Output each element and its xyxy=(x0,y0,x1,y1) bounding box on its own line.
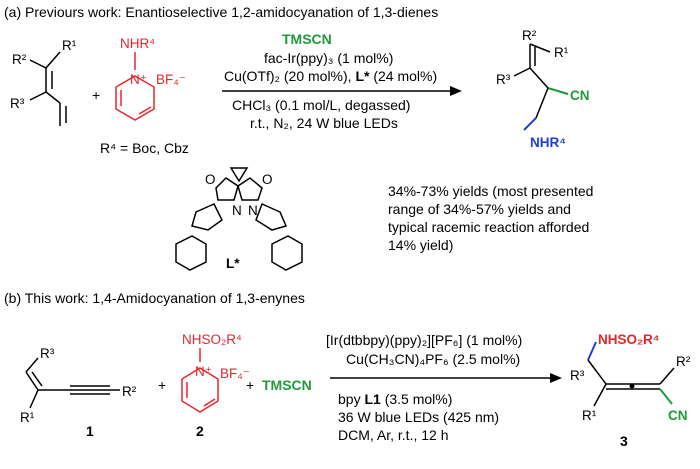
r4-definition: R⁴ = Boc, Cbz xyxy=(100,140,189,156)
compound-3-label: 3 xyxy=(620,433,628,449)
pyr-b-nplus: N⁺ xyxy=(195,364,212,379)
yield-note: 34%-73% yields (most presented range of … xyxy=(388,183,593,253)
cond-a-3: CHCl₃ (0.1 mol/L, degassed) xyxy=(232,97,410,113)
pyr-a-bf4: BF₄⁻ xyxy=(156,72,186,87)
enyne-r1: R¹ xyxy=(20,410,35,425)
cond-a-4: r.t., N₂, 24 W blue LEDs xyxy=(250,115,398,131)
pyridinium-b-structure: NHSO₂R⁴ N⁺ BF₄⁻ 2 xyxy=(181,332,250,439)
prod-a-r3: R³ xyxy=(496,72,511,87)
prod-a-r1: R¹ xyxy=(554,45,569,60)
compound-1-label: 1 xyxy=(86,423,94,439)
lig-o-left: O xyxy=(205,172,216,187)
lig-o-right: O xyxy=(262,172,273,187)
lig-n-right: N xyxy=(248,203,258,218)
reagent-b: TMSCN xyxy=(262,377,312,393)
prod-a-cn: CN xyxy=(570,88,590,103)
reagent-a: TMSCN xyxy=(282,31,332,47)
enyne-r2: R² xyxy=(122,384,137,399)
section-a-title: (a) Previours work: Enantioselective 1,2… xyxy=(4,4,438,20)
yield-line-3: typical racemic reaction afforded xyxy=(388,219,589,235)
prod-b-nhso2r4: NHSO₂R⁴ xyxy=(598,332,659,347)
plus-b-1: + xyxy=(158,377,166,393)
prod-b-r3: R³ xyxy=(570,368,585,383)
prod-a-nhr4: NHR⁴ xyxy=(530,135,566,150)
lig-n-left: N xyxy=(232,203,242,218)
conditions-b: [Ir(dtbbpy)(ppy)₂][PF₆] (1 mol%) Cu(CH₃C… xyxy=(326,332,562,443)
diene-r2: R² xyxy=(12,52,27,67)
diene-r1: R¹ xyxy=(62,38,77,53)
diene-r3: R³ xyxy=(10,96,25,111)
cond-a-1: fac-Ir(ppy)₃ (1 mol%) xyxy=(264,50,393,66)
cond-b-5: DCM, Ar, r.t., 12 h xyxy=(338,427,448,443)
prod-b-r2: R² xyxy=(676,354,691,369)
pyr-b-nhso2r4: NHSO₂R⁴ xyxy=(182,332,242,347)
section-b-title: (b) This work: 1,4-Amidocyanation of 1,3… xyxy=(4,290,305,306)
yield-line-1: 34%-73% yields (most presented xyxy=(388,183,593,199)
pyridinium-a-structure: NHR⁴ N⁺ BF₄⁻ R⁴ = Boc, Cbz xyxy=(100,36,189,156)
cond-a-2: Cu(OTf)₂ (20 mol%), L* (24 mol%) xyxy=(224,68,437,84)
product-b-structure: NHSO₂R⁴ R³ R¹ R² CN 3 xyxy=(570,332,691,449)
cond-b-1: [Ir(dtbbpy)(ppy)₂][PF₆] (1 mol%) xyxy=(326,332,522,348)
pyr-b-bf4: BF₄⁻ xyxy=(220,366,250,381)
cond-b-4: 36 W blue LEDs (425 nm) xyxy=(338,409,499,425)
prod-a-r2: R² xyxy=(522,28,537,43)
compound-2-label: 2 xyxy=(196,423,204,439)
pyr-a-nhr4: NHR⁴ xyxy=(120,36,155,51)
ligand-label: L* xyxy=(226,256,240,271)
prod-b-r1: R¹ xyxy=(582,408,597,423)
cond-b-3: bpy L1 (3.5 mol%) xyxy=(338,391,452,407)
yield-line-4: 14% yield) xyxy=(388,237,453,253)
enyne-r3: R³ xyxy=(40,346,55,361)
ligand-lstar-structure: O N O N L* xyxy=(175,167,303,271)
yield-line-2: range of 34%-57% yields and xyxy=(388,201,571,217)
pyr-a-nplus: N⁺ xyxy=(130,72,147,87)
conditions-a: TMSCN fac-Ir(ppy)₃ (1 mol%) Cu(OTf)₂ (20… xyxy=(222,31,462,131)
diene-structure: R² R¹ R³ xyxy=(10,38,77,126)
prod-b-cn: CN xyxy=(668,408,688,423)
plus-b-2: + xyxy=(246,377,254,393)
plus-a: + xyxy=(92,87,100,103)
product-a-structure: R² R¹ R³ CN NHR⁴ xyxy=(496,28,590,150)
enyne-structure: R³ R¹ R² 1 xyxy=(20,346,137,439)
cond-b-2: Cu(CH₃CN)₄PF₆ (2.5 mol%) xyxy=(346,351,520,367)
